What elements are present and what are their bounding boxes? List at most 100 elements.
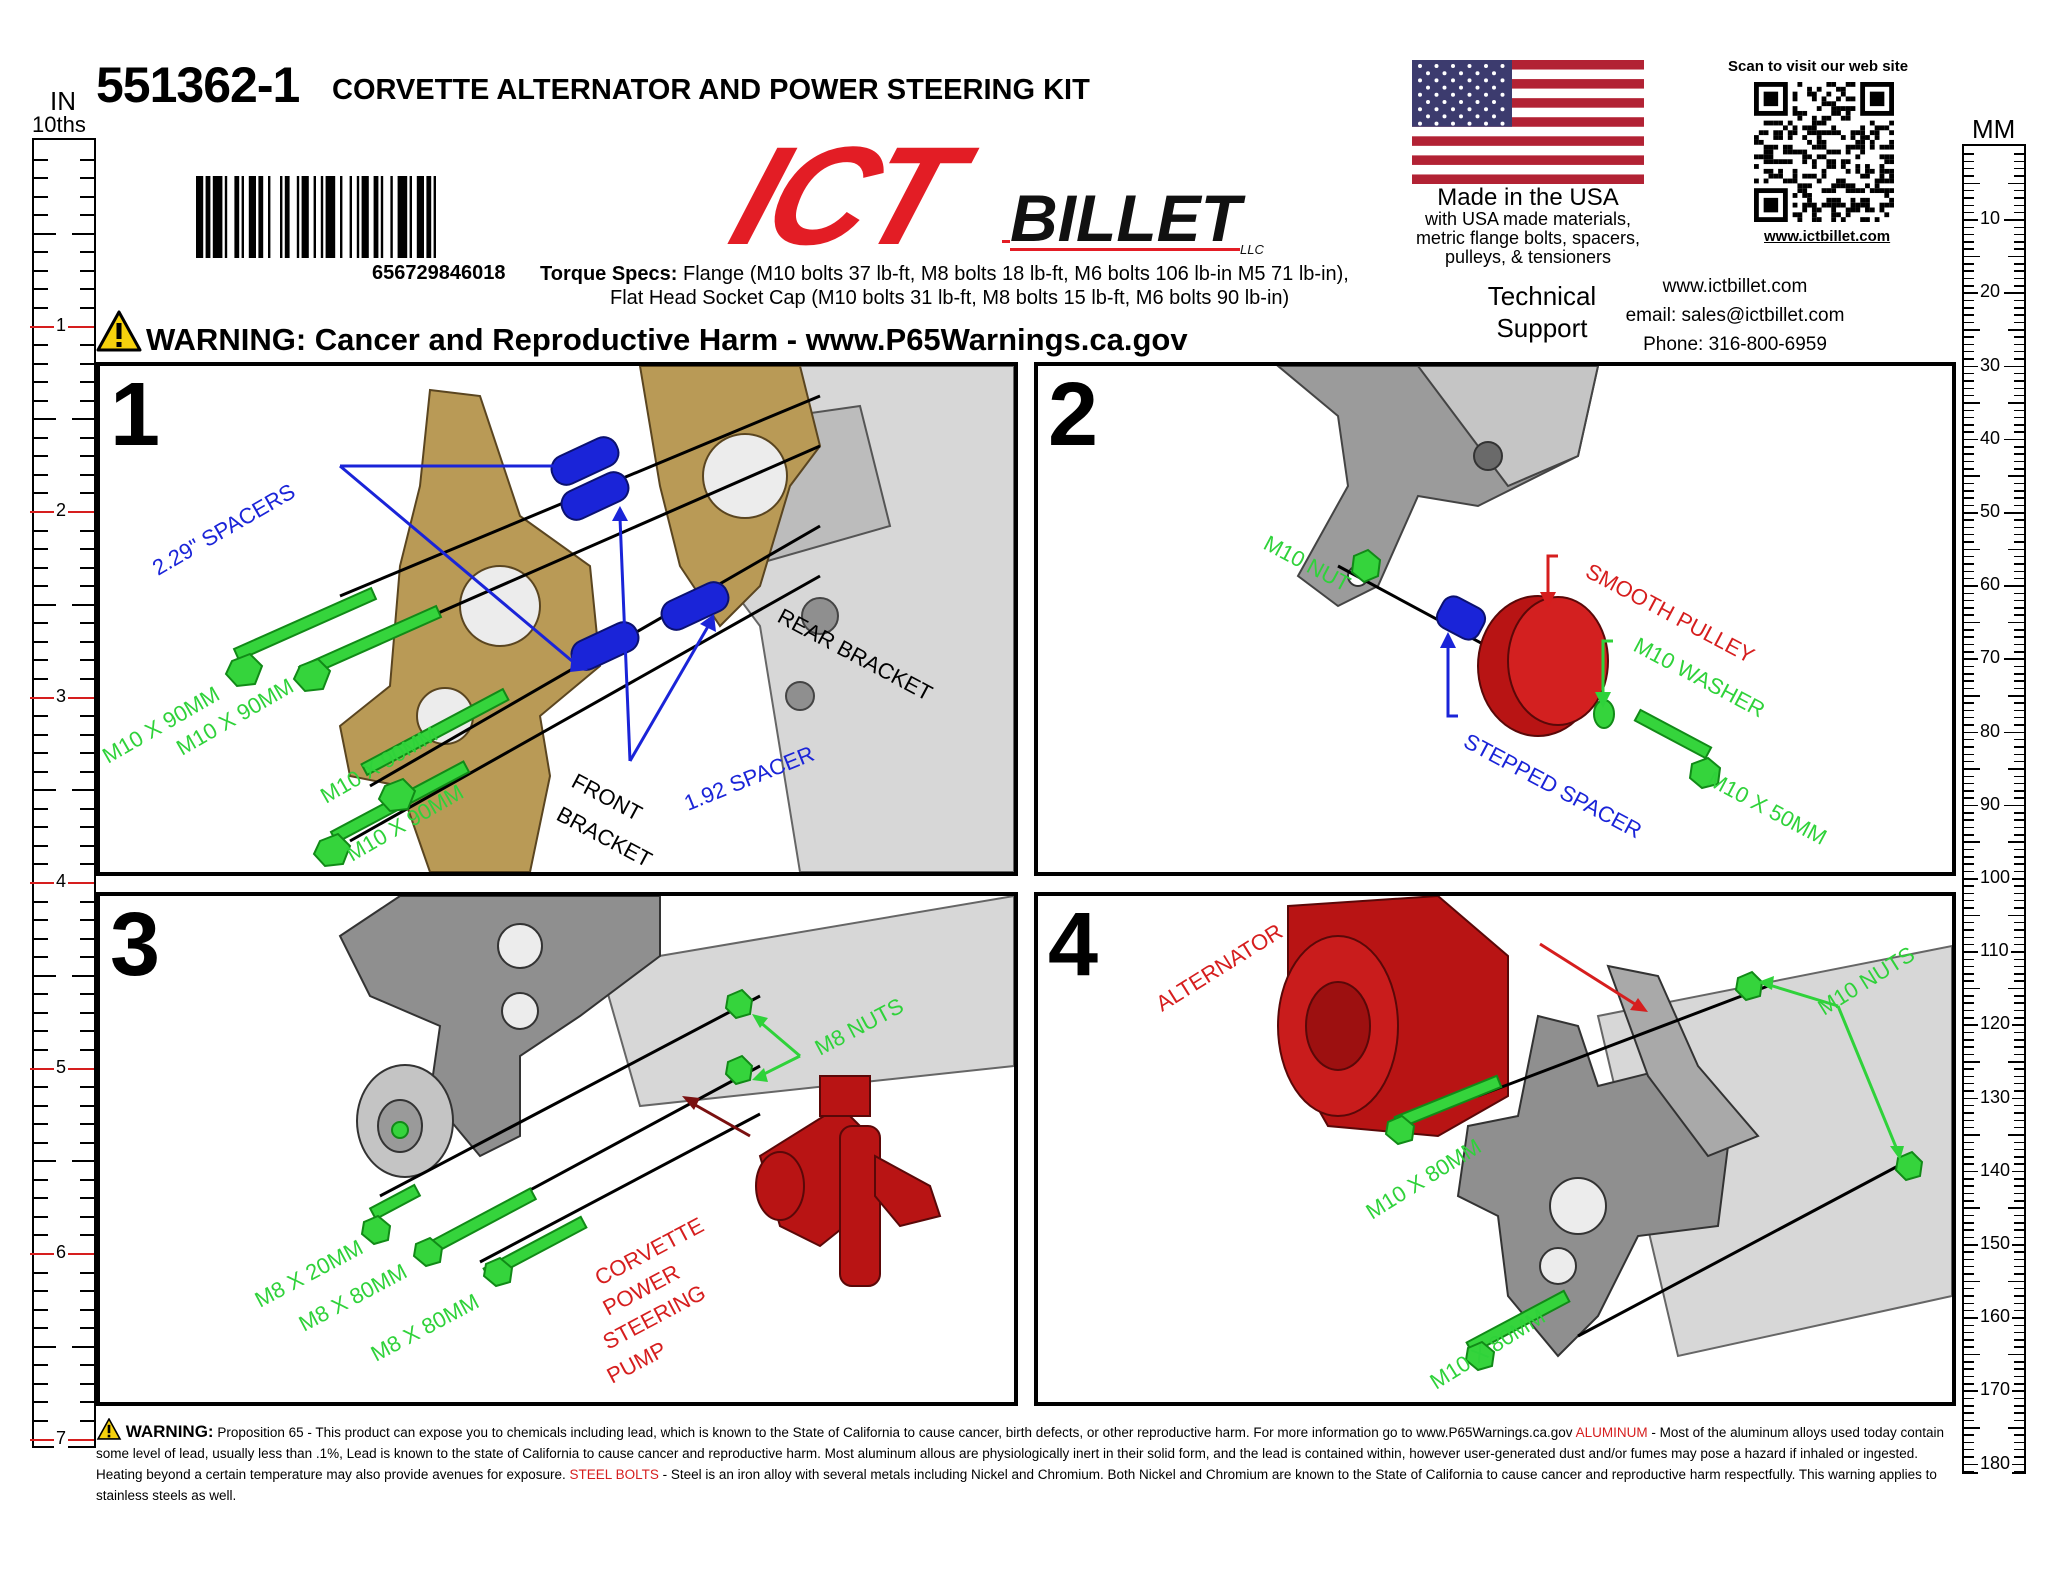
ruler-tick bbox=[80, 1141, 94, 1144]
ruler-tick bbox=[2014, 211, 2024, 214]
part-number: 551362-1 bbox=[96, 57, 300, 113]
qr-url-link[interactable]: www.ictbillet.com bbox=[1764, 228, 1891, 245]
ruler-mm-mark: 110 bbox=[1978, 940, 2011, 962]
ruler-tick bbox=[1964, 541, 1974, 543]
ruler-tick bbox=[2014, 1339, 2024, 1341]
support-website-link[interactable]: www.ictbillet.com bbox=[1662, 276, 1808, 297]
ruler-tick bbox=[34, 844, 48, 847]
ruler-tick bbox=[80, 306, 94, 309]
ruler-tick bbox=[1964, 1383, 1974, 1385]
ruler-tick bbox=[2014, 468, 2024, 470]
ruler-tick bbox=[2014, 555, 2024, 558]
support-email-link[interactable]: email: sales@ictbillet.com bbox=[1625, 305, 1845, 326]
ruler-tick bbox=[1964, 1317, 1984, 1319]
ruler-tick bbox=[2014, 929, 2024, 931]
ruler-tick bbox=[1964, 973, 1974, 975]
ruler-tick bbox=[34, 1011, 48, 1014]
ruler-tick bbox=[2014, 1053, 2024, 1056]
ruler-tick bbox=[2008, 402, 2024, 404]
made-in-usa: Made in the USA with USA made materials,… bbox=[1368, 186, 1688, 267]
ruler-tick bbox=[1964, 1331, 1974, 1334]
ruler-tick bbox=[1964, 1324, 1974, 1327]
ruler-tick bbox=[2014, 819, 2024, 821]
torque-label: Torque Specs: bbox=[540, 263, 678, 285]
ruler-tick bbox=[1964, 248, 1974, 250]
ruler-tick bbox=[2014, 826, 2024, 829]
kit-title: CORVETTE ALTERNATOR AND POWER STEERING K… bbox=[332, 74, 1090, 106]
ruler-tick bbox=[1964, 548, 1980, 551]
ruler-tick bbox=[1964, 695, 1980, 697]
ruler-tick bbox=[34, 492, 48, 495]
ruler-tick bbox=[2014, 1412, 2024, 1414]
torque-line-2: Flat Head Socket Cap (M10 bolts 31 lb-ft… bbox=[610, 287, 1290, 309]
ruler-tick bbox=[1964, 321, 1974, 324]
ruler-tick bbox=[1964, 336, 1974, 338]
ruler-tick bbox=[1964, 1024, 1984, 1026]
ruler-tick bbox=[2014, 1331, 2024, 1334]
ruler-tick bbox=[2014, 1185, 2024, 1187]
ruler-tick bbox=[2014, 204, 2024, 207]
ruler-tick bbox=[2014, 614, 2024, 616]
ruler-tick bbox=[34, 344, 48, 347]
ruler-inch-mark: 2 bbox=[54, 500, 69, 521]
ruler-tick bbox=[2014, 687, 2024, 690]
ruler-tick bbox=[1964, 863, 1974, 865]
ruler-tick bbox=[80, 900, 94, 903]
ruler-tick bbox=[2014, 1031, 2024, 1034]
ruler-tick bbox=[1964, 153, 1974, 155]
ruler-tick bbox=[2014, 387, 2024, 390]
ruler-tick bbox=[2014, 409, 2024, 412]
ruler-tick bbox=[2008, 255, 2024, 258]
ruler-tick bbox=[2008, 1353, 2024, 1356]
ruler-tick bbox=[2014, 636, 2024, 638]
ruler-tick bbox=[80, 1234, 94, 1237]
ruler-tick bbox=[2014, 1287, 2024, 1290]
ruler-tick bbox=[1964, 160, 1974, 163]
ruler-tick bbox=[34, 566, 48, 569]
ruler-tick bbox=[1964, 1053, 1974, 1056]
ruler-tick bbox=[1964, 512, 1984, 514]
ruler-tick bbox=[1964, 1134, 1980, 1136]
ruler-tick bbox=[1964, 570, 1974, 573]
ruler-tick bbox=[2014, 336, 2024, 338]
ruler-tick bbox=[80, 993, 94, 996]
ruler-tick bbox=[34, 362, 48, 365]
ruler-tick bbox=[2014, 709, 2024, 712]
ruler-tick bbox=[80, 436, 94, 439]
ruler-tick bbox=[2014, 1375, 2024, 1378]
ruler-tick bbox=[1964, 716, 1974, 719]
ruler-tick bbox=[2014, 1119, 2024, 1122]
ruler-tick bbox=[34, 1345, 56, 1348]
ruler-tick bbox=[1964, 673, 1974, 675]
ruler-tick bbox=[72, 789, 94, 792]
ruler-tick bbox=[80, 381, 94, 384]
ruler-tick bbox=[1964, 468, 1974, 470]
ruler-tick bbox=[1964, 760, 1974, 763]
ruler-tick bbox=[1964, 929, 1974, 931]
ruler-tick bbox=[1964, 1287, 1974, 1290]
ruler-tick bbox=[2014, 936, 2024, 939]
ruler-tick bbox=[34, 232, 56, 235]
qr-code-icon[interactable] bbox=[1754, 82, 1894, 222]
ruler-tick bbox=[2014, 263, 2024, 265]
ruler-tick bbox=[2014, 1419, 2024, 1422]
ruler-tick bbox=[1964, 782, 1974, 785]
ruler-tick bbox=[1964, 263, 1974, 265]
label-bolt: M10 X 50MM bbox=[1704, 766, 1831, 849]
ruler-tick bbox=[1964, 768, 1980, 770]
ruler-tick bbox=[34, 937, 48, 940]
ruler-tick bbox=[2014, 1265, 2024, 1268]
ruler-tick bbox=[2004, 438, 2024, 441]
ruler-tick bbox=[2008, 768, 2024, 770]
ruler-tick bbox=[72, 603, 94, 606]
ruler-tick bbox=[2014, 380, 2024, 382]
ruler-tick bbox=[80, 548, 94, 551]
ruler-tick bbox=[2008, 329, 2024, 331]
ruler-tick bbox=[80, 733, 94, 736]
ruler-inch-mark: 1 bbox=[54, 314, 69, 336]
ruler-tick bbox=[1964, 1302, 1974, 1305]
barcode-number: 656729846018 bbox=[372, 262, 506, 284]
ruler-tick bbox=[1964, 241, 1974, 243]
ruler-tick bbox=[1964, 1126, 1974, 1129]
ruler-tick bbox=[80, 826, 94, 829]
